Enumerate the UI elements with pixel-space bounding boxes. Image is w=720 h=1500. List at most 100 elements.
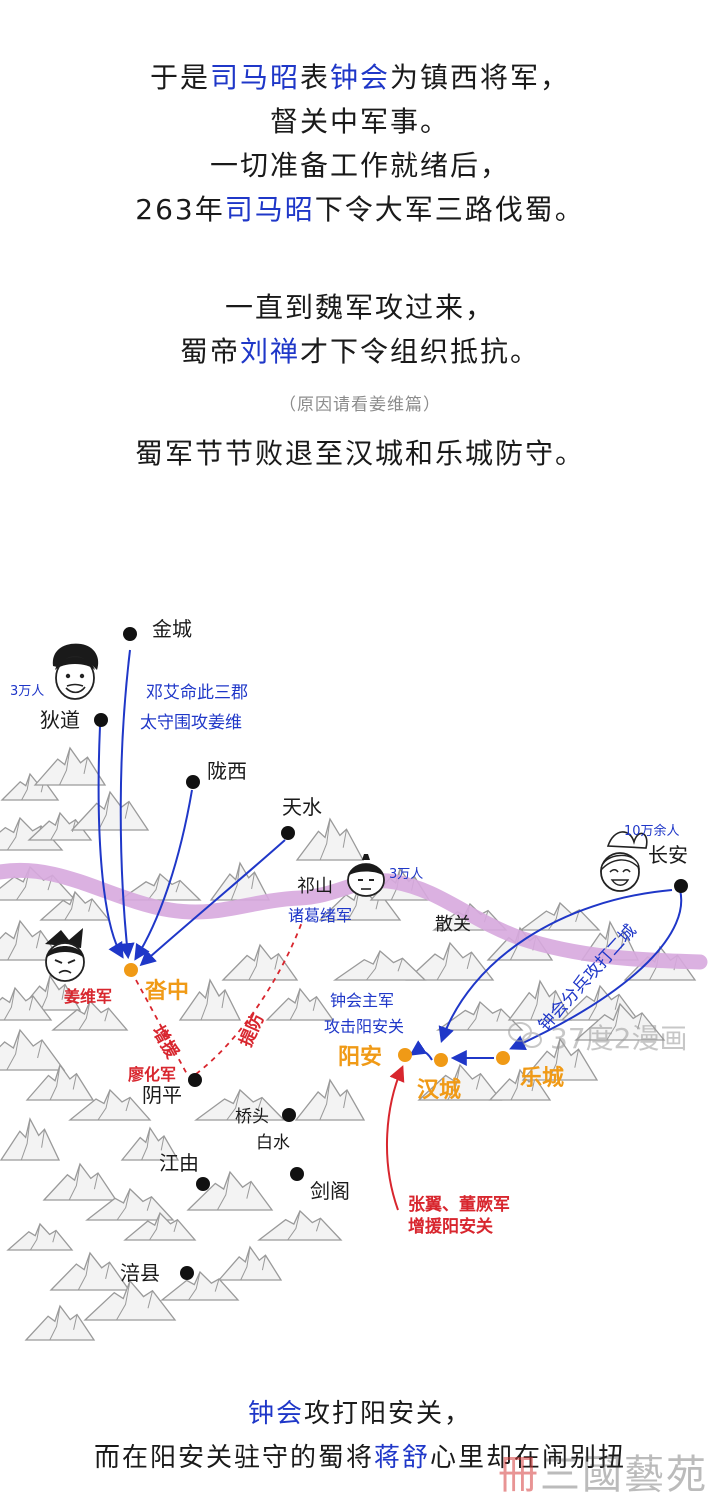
label-deng-ai-order-1: 邓艾命此三郡: [146, 683, 248, 703]
zhuge-xu-face-icon: [347, 854, 385, 897]
label-jincheng: 金城: [152, 617, 192, 641]
bottom-line-1: 钟会攻打阳安关，: [247, 1399, 473, 1429]
mountain-peak: [435, 1000, 524, 1031]
label-zhang-dong-1: 张翼、董厥军: [408, 1194, 510, 1215]
label-changan: 长安: [648, 843, 688, 867]
name-liu-shan: 刘禅: [239, 335, 300, 368]
intro-text-2: 一直到魏军攻过来， 蜀帝刘禅才下令组织抵抗。: [0, 286, 720, 374]
intro-line-6: 蜀帝刘禅才下令组织抵抗。: [179, 335, 541, 368]
label-lecheng: 乐城: [520, 1065, 564, 1091]
jiang-wei-note: （原因请看姜维篇）: [279, 395, 441, 415]
label-zhong-main-1: 钟会主军: [330, 991, 394, 1010]
name-zhong-hui: 钟会: [330, 61, 391, 94]
dot-qiaotou: [282, 1108, 296, 1122]
dot-yangan: [398, 1048, 412, 1062]
dot-didao: [94, 713, 108, 727]
label-sanguan: 散关: [435, 914, 471, 935]
deng-ai-face-icon: [52, 643, 99, 700]
name-zhong-hui-2: 钟会: [247, 1399, 304, 1429]
bottom-caption: 钟会攻打阳安关， 而在阳安关驻守的蜀将蒋舒心里却在闹别扭: [0, 1392, 720, 1480]
mountain-peak: [209, 861, 271, 901]
label-jiang-wei-army: 姜维军: [64, 987, 112, 1006]
label-liao-hua-army: 廖化军: [128, 1065, 176, 1084]
watermark-text: 37度2漫画: [550, 1022, 687, 1055]
mountain-peak: [42, 1162, 118, 1201]
arrow-hancheng-yangan: [409, 1040, 433, 1061]
mountain-peak: [49, 1251, 131, 1291]
dot-tazhong: [124, 963, 138, 977]
wechat-icon: [508, 1022, 542, 1048]
bottom-line-2: 而在阳安关驻守的蜀将蒋舒心里却在闹别扭: [93, 1443, 627, 1473]
label-hancheng: 汉城: [417, 1077, 461, 1103]
intro-text: 于是司马昭表钟会为镇西将军， 督关中军事。 一切准备工作就绪后， 263年司马昭…: [0, 56, 720, 232]
dash-tazhong-yinping: [135, 979, 189, 1077]
dot-hancheng: [434, 1053, 448, 1067]
mountain-peak: [70, 790, 150, 831]
dot-changan: [674, 879, 688, 893]
intro-line-7: 蜀军节节败退至汉城和乐城防守。: [134, 437, 585, 470]
label-baishui: 白水: [256, 1133, 290, 1153]
label-zhang-dong-2: 增援阳安关: [408, 1216, 493, 1237]
zhong-hui-face-icon: [600, 831, 648, 892]
name-sima-zhao: 司马昭: [209, 61, 300, 94]
mountain-peak: [33, 746, 107, 786]
arrow-changan-yangan: [438, 889, 673, 1044]
label-didao: 狄道: [40, 708, 80, 732]
arrow-jincheng-tazhong: [118, 649, 135, 960]
mountain-peak: [0, 1117, 61, 1161]
label-qishan: 祁山: [297, 876, 333, 897]
intro-line-3: 一切准备工作就绪后，: [209, 149, 510, 182]
label-tazhong: 沓中: [144, 979, 189, 1004]
mountain-peak: [24, 1304, 96, 1341]
intro-line-2: 督关中军事。: [269, 105, 450, 138]
dash-yinping-zhuge: [195, 921, 303, 1075]
name-sima-zhao-2: 司马昭: [224, 193, 315, 226]
mountain-peak: [217, 1245, 283, 1281]
label-deng-ai-order-2: 太守围攻姜维: [140, 713, 242, 733]
mountain-peak: [0, 986, 53, 1021]
label-qishan-troops: 3万人: [389, 867, 423, 882]
label-jiange: 剑阁: [310, 1179, 350, 1203]
intro-text-3: 蜀军节节败退至汉城和乐城防守。: [0, 432, 720, 476]
mountain-terrain: [0, 746, 697, 1341]
arrow-tianshui-tazhong: [139, 839, 286, 967]
label-reinforce: 增援: [148, 1022, 184, 1063]
intro-line-4: 263年司马昭下令大军三路伐蜀。: [135, 193, 585, 226]
wechat-watermark: 37度2漫画: [508, 1022, 687, 1055]
dot-jiange: [290, 1167, 304, 1181]
label-yinping: 阴平: [142, 1083, 182, 1107]
intro-line-5: 一直到魏军攻过来，: [224, 291, 495, 324]
arrow-didao-tazhong: [97, 725, 124, 959]
name-jiang-shu: 蒋舒: [373, 1443, 430, 1473]
dot-longxi: [186, 775, 200, 789]
arrow-zhang-dong: [386, 1065, 405, 1211]
arrow-changan-lecheng: [509, 889, 683, 1051]
mountain-peak: [6, 1222, 74, 1251]
mountain-peak: [0, 816, 64, 851]
label-zhong-main-2: 攻击阳安关: [324, 1017, 404, 1036]
dot-tianshui: [281, 826, 295, 840]
dot-fuxian: [180, 1266, 194, 1280]
campaign-map: 金城 狄道 陇西 天水 祁山 散关 长安 阴平 桥头 白水 江由 剑阁 涪县 沓…: [0, 617, 708, 1341]
sanguo-logo: 冊三國藝苑: [498, 1452, 708, 1498]
label-tianshui: 天水: [282, 795, 322, 819]
label-changan-troops: 10万余人: [624, 823, 680, 839]
jiang-wei-face-icon: [45, 928, 85, 982]
dot-jincheng: [123, 627, 137, 641]
label-zhuge-army: 诸葛绪军: [288, 906, 352, 925]
intro-line-1: 于是司马昭表钟会为镇西将军，: [149, 61, 571, 94]
mountain-peak: [265, 987, 335, 1021]
mountain-peak: [257, 1209, 343, 1241]
label-fuxian: 涪县: [120, 1261, 160, 1285]
label-yangan: 阳安: [338, 1044, 382, 1070]
dot-lecheng: [496, 1051, 510, 1065]
label-jiangyou: 江由: [159, 1151, 199, 1175]
mountain-peak: [294, 1078, 366, 1121]
dot-yinping: [188, 1073, 202, 1087]
label-longxi: 陇西: [207, 759, 247, 783]
mountain-peak: [221, 943, 299, 981]
arrow-longxi-tazhong: [134, 789, 193, 961]
mountain-peak: [332, 949, 427, 981]
label-didao-troops: 3万人: [10, 684, 44, 699]
label-qiaotou: 桥头: [235, 1107, 269, 1127]
